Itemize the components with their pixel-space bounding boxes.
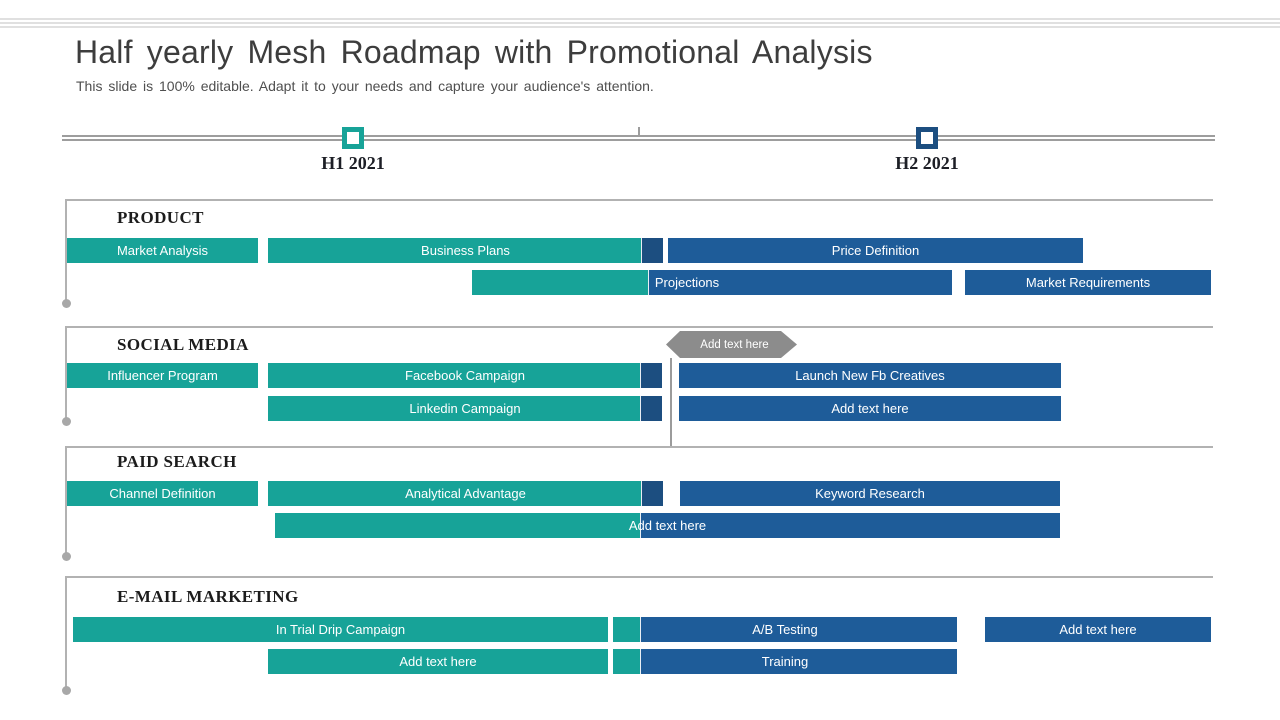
bar-business-plans[interactable]: Business Plans [268,238,663,263]
section-dot [62,552,71,561]
bar-segment [679,363,1061,388]
bar-label: Business Plans [421,243,510,258]
bar-segment [640,649,957,674]
add-text-callout[interactable]: Add text here [666,331,797,358]
bar-ab-testing[interactable]: A/B Testing [613,617,957,642]
header-rule-line [0,22,1280,24]
h2-2021-label: H2 2021 [895,153,959,173]
bar-label: Influencer Program [107,368,218,383]
bar-market-requirements[interactable]: Market Requirements [965,270,1211,295]
bar-segment [640,617,957,642]
callout-connector-line [670,358,672,447]
section-product [65,199,1213,300]
h1-2021-label: H1 2021 [321,153,385,173]
bar-segment [67,481,258,506]
bar-label: Training [761,654,809,669]
bar-in-trial-drip-campaign[interactable]: In Trial Drip Campaign [73,617,608,642]
bar-label: Market Analysis [116,243,209,258]
bar-segment [679,396,1061,421]
bar-label: Keyword Research [815,486,925,501]
bar-add-text-here[interactable]: Add text here [985,617,1211,642]
bar-segment [268,363,640,388]
bar-linkedin-campaign[interactable]: Linkedin Campaign [268,396,662,421]
bar-label: Channel Definition [109,486,216,501]
bar-keyword-research[interactable]: Keyword Research [680,481,1060,506]
section-title-paid-search: PAID SEARCH [117,452,237,471]
bar-segment [67,363,258,388]
h2-2021-marker-icon[interactable] [916,127,938,149]
timeline-axis [62,135,1215,141]
bar-label: Add text here [1059,622,1137,637]
section-dot [62,686,71,695]
bar-segment [613,649,640,674]
bar-segment [275,513,640,538]
bar-segment [268,649,608,674]
bar-segment [680,481,1060,506]
bar-market-analysis[interactable]: Market Analysis [67,238,258,263]
bar-segment [613,617,640,642]
bar-label: Linkedin Campaign [409,401,521,416]
timeline-midpoint-tick [638,127,640,136]
section-dot [62,417,71,426]
bar-segment [73,617,608,642]
bar-segment [965,270,1211,295]
bar-segment [268,396,640,421]
section-title-email-marketing: E-MAIL MARKETING [117,587,299,606]
bar-segment [648,270,952,295]
bar-segment [472,270,648,295]
bar-add-text-here[interactable]: Add text here [268,649,608,674]
section-title-social-media: SOCIAL MEDIA [117,335,249,354]
bar-label: In Trial Drip Campaign [275,622,406,637]
header-rule-line [0,26,1280,28]
bar-label: Add text here [831,401,909,416]
callout-label: Add text here [700,338,769,351]
section-title-product: PRODUCT [117,208,204,227]
bar-segment [668,238,1083,263]
bar-segment [268,238,641,263]
bar-facebook-campaign[interactable]: Facebook Campaign [268,363,662,388]
bar-add-text-here[interactable]: Add text here [275,513,1060,538]
bar-label: Price Definition [831,243,920,258]
bar-segment [640,363,662,388]
bar-label: A/B Testing [752,622,818,637]
bar-projections[interactable]: Projections [472,270,952,295]
bar-influencer-program[interactable]: Influencer Program [67,363,258,388]
bar-label: Add text here [628,518,707,533]
page-title: Half yearly Mesh Roadmap with Promotiona… [75,34,873,70]
bar-label: Add text here [399,654,477,669]
section-dot [62,299,71,308]
bar-channel-definition[interactable]: Channel Definition [67,481,258,506]
h1-2021-marker-icon[interactable] [342,127,364,149]
bar-segment [985,617,1211,642]
bar-segment [640,396,662,421]
bar-label: Launch New Fb Creatives [795,368,945,383]
section-email-marketing [65,576,1213,687]
bar-segment [641,238,663,263]
bar-segment [67,238,258,263]
section-social-media [65,326,1213,418]
page-subtitle: This slide is 100% editable. Adapt it to… [76,78,654,94]
bar-segment [268,481,641,506]
bar-launch-new-fb-creatives[interactable]: Launch New Fb Creatives [679,363,1061,388]
header-rule-line [0,18,1280,20]
bar-price-definition[interactable]: Price Definition [668,238,1083,263]
bar-segment [641,481,663,506]
bar-segment [640,513,1060,538]
bar-analytical-advantage[interactable]: Analytical Advantage [268,481,663,506]
bar-label: Facebook Campaign [405,368,525,383]
bar-training[interactable]: Training [613,649,957,674]
section-paid-search [65,446,1213,553]
bar-label: Analytical Advantage [405,486,526,501]
bar-add-text-here[interactable]: Add text here [679,396,1061,421]
bar-label: Projections [654,275,720,290]
bar-label: Market Requirements [1025,275,1151,290]
